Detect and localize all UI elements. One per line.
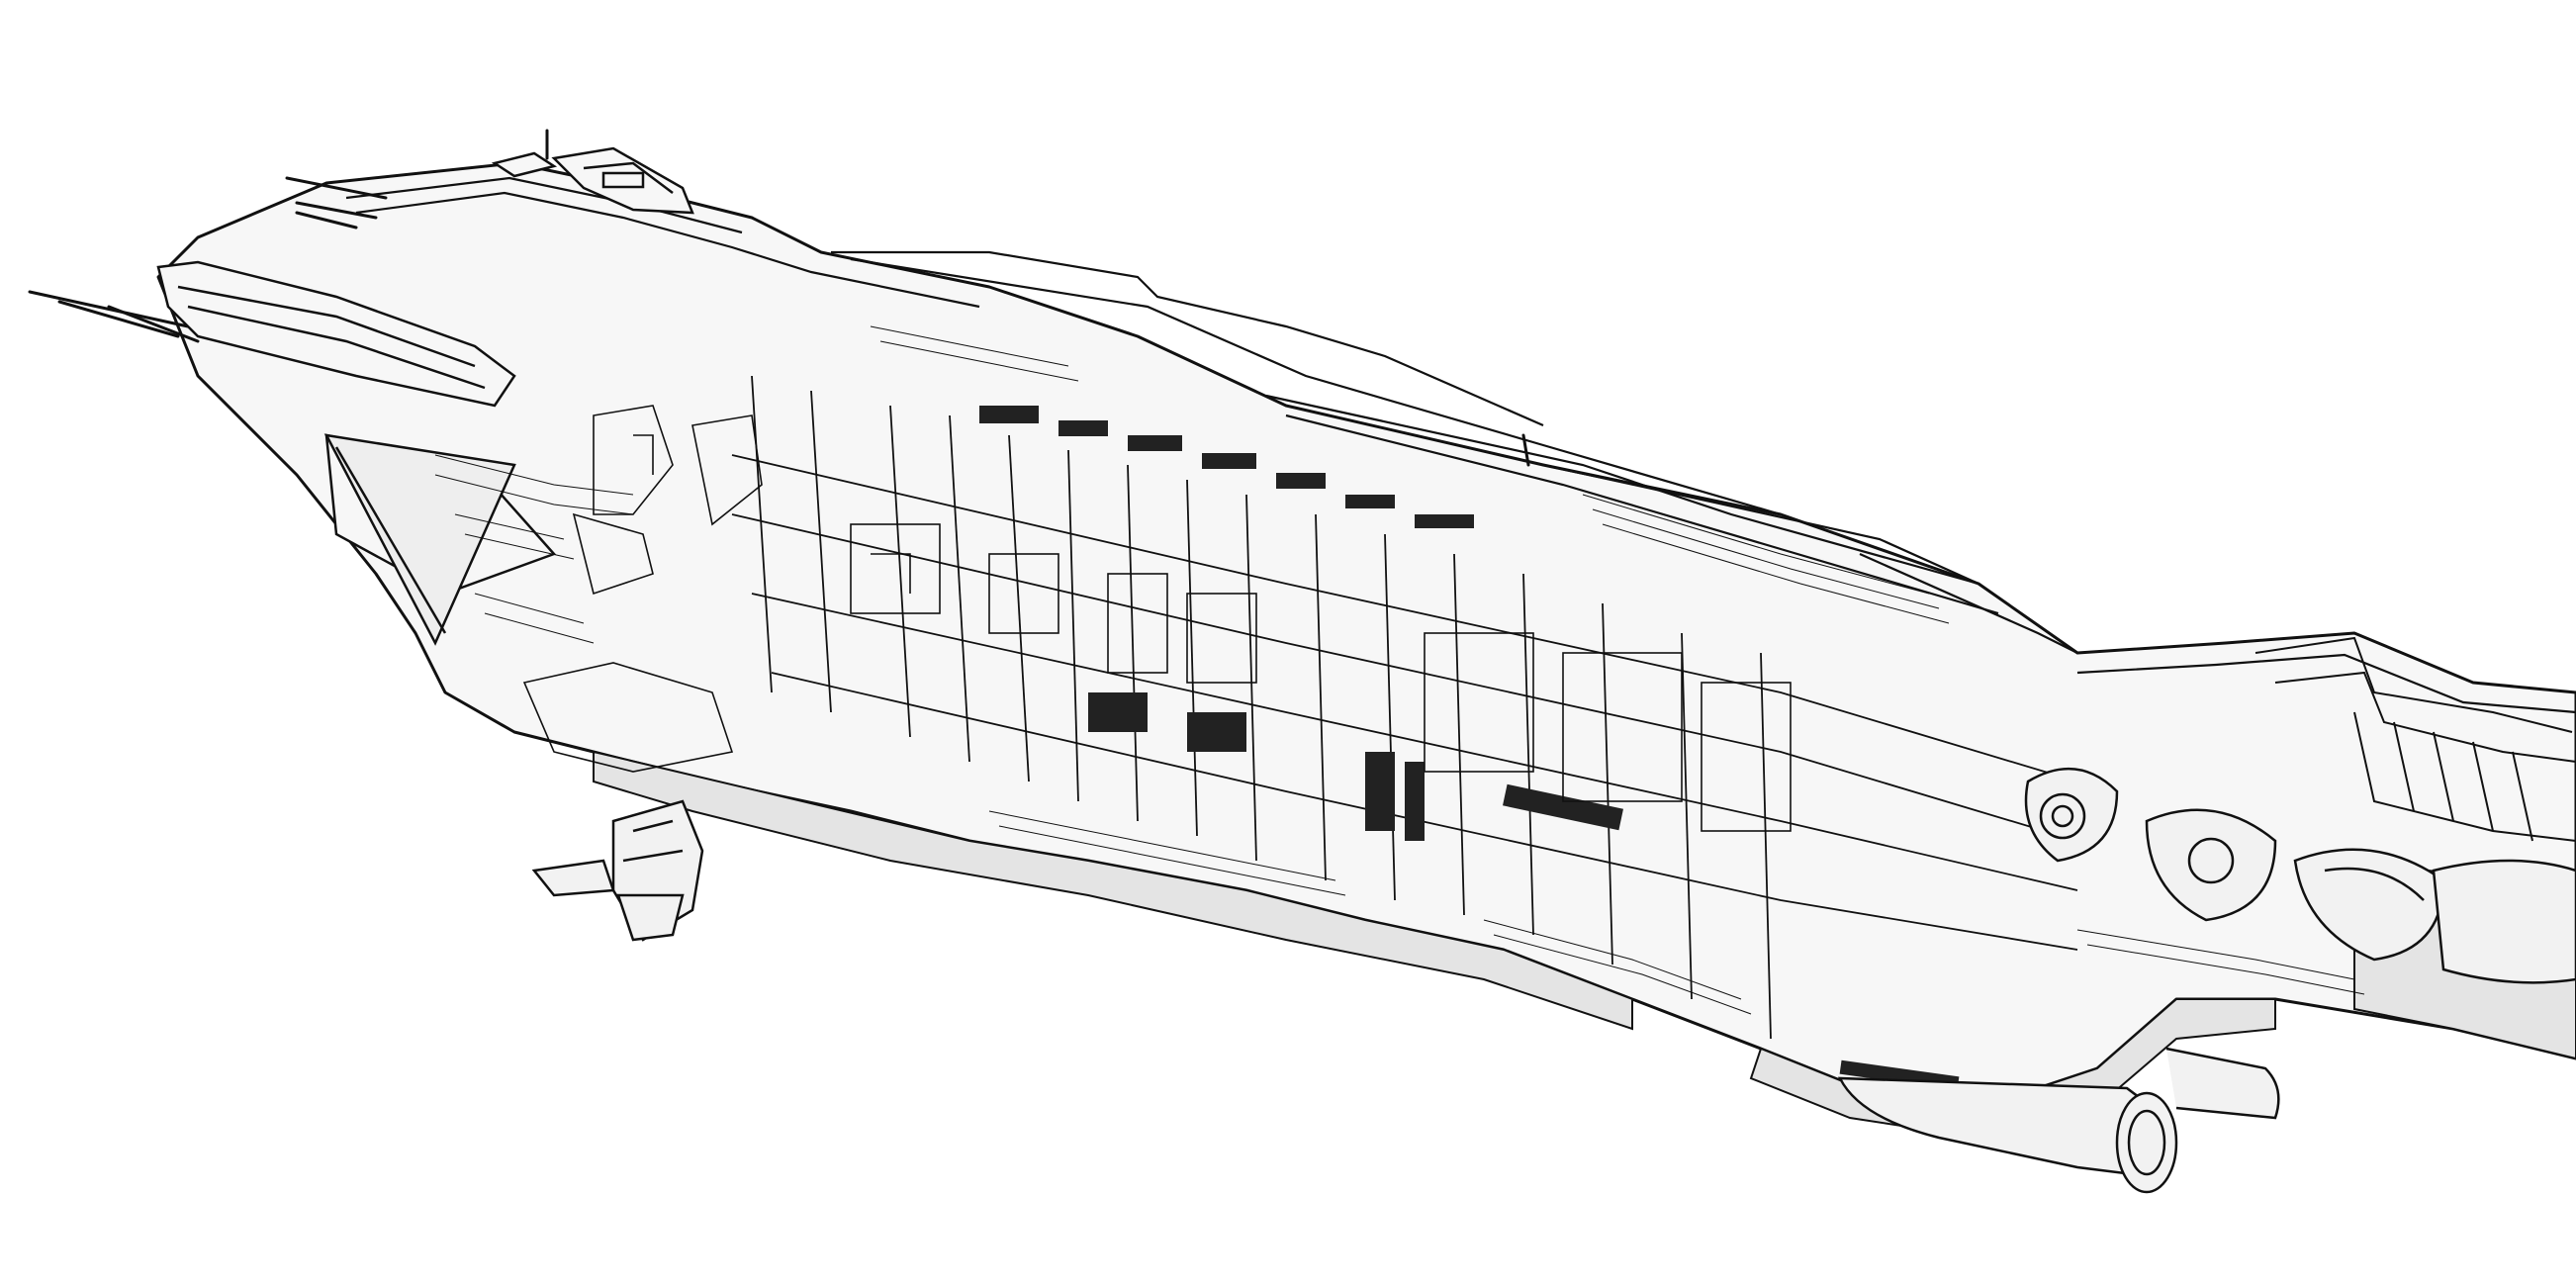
hull-silhouette [156, 161, 2576, 1110]
stern-engine-pods [2024, 767, 2576, 984]
lower-thruster [1837, 1047, 2280, 1194]
hull-detail-outlines [522, 405, 1792, 832]
texture-lines [434, 325, 2365, 1015]
top-deck-structures [325, 161, 2576, 714]
ventral-turret [531, 799, 704, 942]
bridge-tower [491, 146, 694, 215]
stern-hull-blocks [2254, 636, 2576, 842]
bow-antennae [28, 129, 1530, 467]
hangar-wedge [323, 433, 516, 646]
